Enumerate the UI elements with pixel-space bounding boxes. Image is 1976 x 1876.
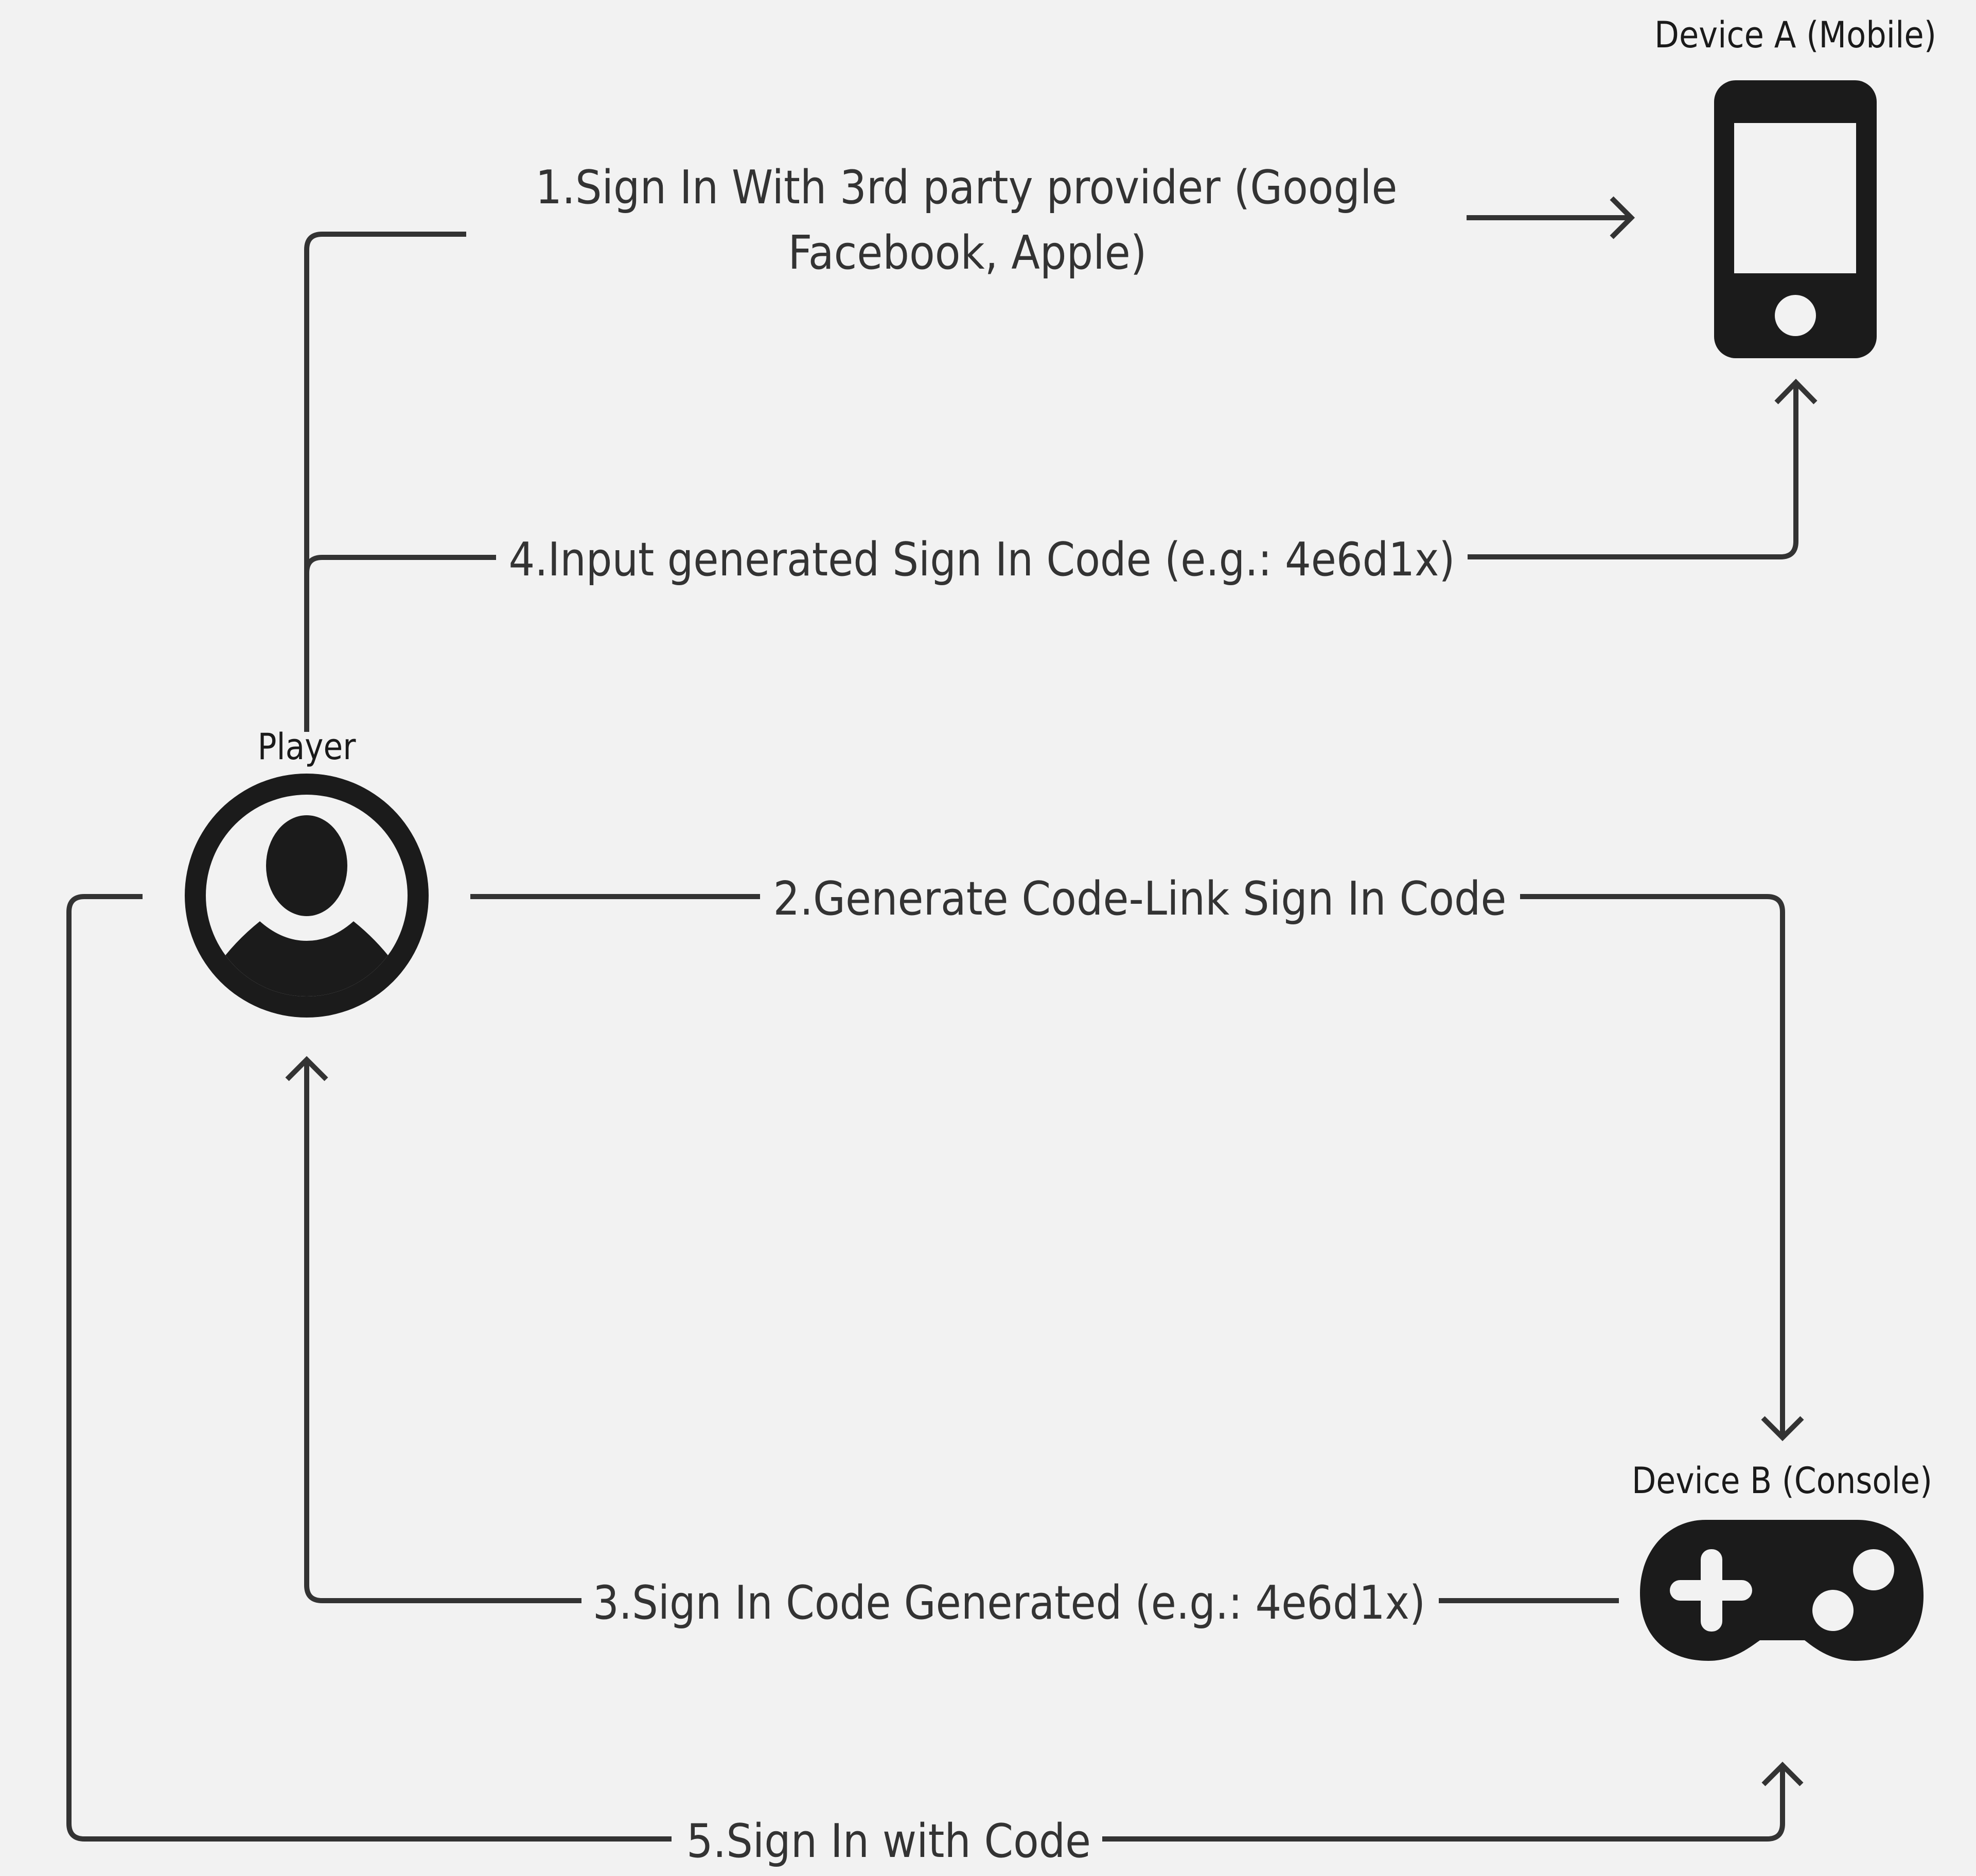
step-1-connector[interactable]: 1.Sign In With 3rd party provider (Googl… <box>304 161 1635 732</box>
arrow-right-icon <box>1610 196 1635 239</box>
step-5-line-left <box>66 894 672 1842</box>
step-2-line-right <box>1520 894 1785 1436</box>
arrow-up-icon <box>1761 1761 1804 1786</box>
player-label: Player <box>258 726 356 768</box>
device-a-label: Device A (Mobile) <box>1654 14 1936 56</box>
gamepad-icon <box>1640 1520 1924 1661</box>
step-2-connector[interactable]: 2.Generate Code-Link Sign In Code <box>470 872 1804 1442</box>
step-1-label-line-1: 1.Sign In With 3rd party provider (Googl… <box>536 161 1398 215</box>
device-b-label: Device B (Console) <box>1632 1460 1932 1502</box>
player-node[interactable]: Player <box>185 726 429 1018</box>
mobile-phone-icon <box>1714 80 1877 358</box>
step-4-line-right <box>1468 383 1798 559</box>
user-head <box>266 815 347 916</box>
step-5-connector[interactable]: 5.Sign In with Code <box>66 894 1804 1868</box>
step-1-label-line-2: Facebook, Apple) <box>788 226 1147 280</box>
step-5-label: 5.Sign In with Code <box>686 1814 1091 1868</box>
device-b-node[interactable]: Device B (Console) <box>1632 1460 1932 1661</box>
step-1-line-left <box>304 232 466 732</box>
arrow-down-icon <box>1761 1416 1804 1442</box>
device-a-node[interactable]: Device A (Mobile) <box>1654 14 1936 358</box>
user-circle-icon <box>185 774 429 1018</box>
step-5-line-right <box>1102 1766 1785 1842</box>
step-2-label: 2.Generate Code-Link Sign In Code <box>773 872 1507 926</box>
step-3-label: 3.Sign In Code Generated (e.g.: 4e6d1x) <box>593 1576 1425 1630</box>
step-3-line-left <box>304 1062 581 1603</box>
step-4-line-left <box>304 555 496 573</box>
step-4-connector[interactable]: 4.Input generated Sign In Code (e.g.: 4e… <box>304 378 1818 587</box>
arrow-up-icon <box>285 1056 328 1081</box>
step-4-label: 4.Input generated Sign In Code (e.g.: 4e… <box>509 533 1455 587</box>
step-3-connector[interactable]: 3.Sign In Code Generated (e.g.: 4e6d1x) <box>285 1056 1619 1630</box>
arrow-up-icon <box>1774 378 1818 405</box>
